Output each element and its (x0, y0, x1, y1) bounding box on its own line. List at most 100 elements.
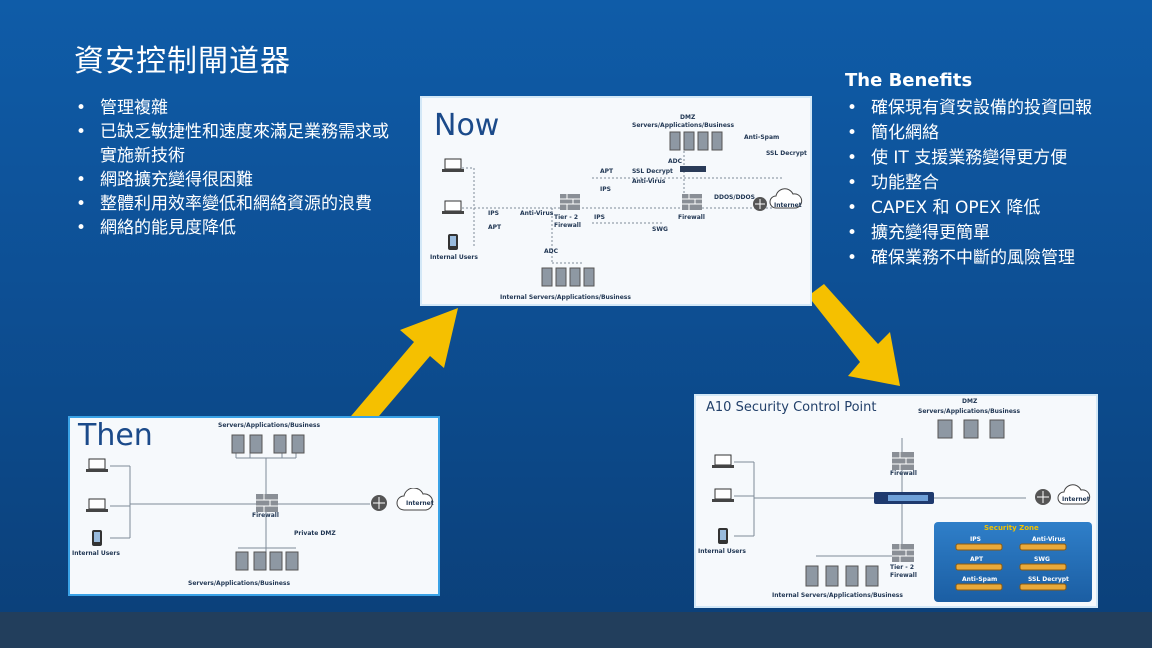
now-label: Now (434, 108, 500, 143)
zone-swg: SWG (1034, 556, 1050, 563)
a10-title: A10 Security Control Point (706, 400, 877, 415)
now-internal-users: Internal Users (430, 254, 478, 261)
footer-bar (0, 612, 1152, 648)
benefits-heading: The Benefits (845, 70, 973, 91)
router-icon (1035, 489, 1051, 505)
laptop-icon (712, 454, 734, 468)
now-antispam: Anti-Spam (744, 134, 780, 141)
benefit-item: 擴充變得更簡單 (845, 221, 1145, 246)
now-ips: IPS (600, 186, 611, 193)
now-adc: ADC (668, 158, 683, 165)
slide-title: 資安控制閘道器 (74, 44, 291, 79)
security-modules (955, 543, 1067, 591)
now-apt-left: APT (488, 224, 502, 231)
benefit-item: 確保業務不中斷的風險管理 (845, 246, 1145, 271)
then-internet: Internet (406, 500, 434, 507)
server-rack-icon (235, 551, 299, 571)
cloud-icon (769, 188, 803, 209)
server-rack-icon (231, 434, 305, 454)
then-internal-users: Internal Users (72, 550, 120, 557)
problem-item: 網絡的能見度降低 (74, 216, 394, 240)
problem-list: 管理複雜 已缺乏敏捷性和速度來滿足業務需求或實施新技術 網路擴充變得很困難 整體… (74, 96, 394, 240)
server-rack-icon (541, 267, 595, 287)
arrow-up-icon (346, 308, 458, 425)
now-tier2-sub: Firewall (554, 222, 581, 229)
zone-apt: APT (970, 556, 984, 563)
now-internal-servers: Internal Servers/Applications/Business (500, 294, 631, 301)
a10-internet: Internet (1062, 496, 1090, 503)
a10-servers-top: Servers/Applications/Business (918, 408, 1021, 415)
zone-antispam: Anti-Spam (962, 576, 998, 583)
benefit-item: 功能整合 (845, 171, 1145, 196)
now-apt: APT (600, 168, 614, 175)
laptop-icon (712, 488, 734, 502)
security-zone-box: Security Zone IPS Anti-Virus APT SWG Ant… (934, 522, 1092, 602)
now-tier2: Tier - 2 (554, 214, 579, 221)
server-rack-icon (805, 565, 879, 587)
server-rack-icon (669, 131, 723, 151)
problem-item: 已缺乏敏捷性和速度來滿足業務需求或實施新技術 (74, 120, 394, 168)
firewall-icon (682, 194, 702, 210)
now-diagram: Now Internal Users DMZ Servers/Applicati… (420, 96, 812, 306)
benefit-item: 確保現有資安設備的投資回報 (845, 96, 1145, 121)
a10-tier2: Tier - 2 (890, 564, 915, 571)
now-ips-left: IPS (488, 210, 499, 217)
a10-internal-servers: Internal Servers/Applications/Business (772, 592, 903, 599)
benefit-item: CAPEX 和 OPEX 降低 (845, 196, 1145, 221)
cloud-icon (396, 488, 434, 511)
then-network-lines (110, 448, 370, 558)
now-dmz: DMZ (680, 114, 696, 121)
adc-device-icon (680, 166, 706, 172)
a10-diagram: A10 Security Control Point DMZ Servers/A… (694, 394, 1098, 608)
now-network-lines (454, 143, 782, 264)
firewall-icon (560, 194, 580, 210)
zone-ssl-decrypt: SSL Decrypt (1028, 576, 1069, 583)
a10-dmz: DMZ (962, 398, 978, 405)
benefits-list: 確保現有資安設備的投資回報 簡化網絡 使 IT 支援業務變得更方便 功能整合 C… (845, 96, 1145, 271)
a10-tier2-sub: Firewall (890, 572, 917, 579)
now-antivirus: Anti-Virus (632, 178, 666, 185)
a10-firewall: Firewall (890, 470, 917, 477)
security-zone-label: Security Zone (984, 524, 1039, 532)
then-firewall: Firewall (252, 512, 279, 519)
now-ssl: SSL Decrypt (632, 168, 673, 175)
benefit-item: 簡化網絡 (845, 121, 1145, 146)
now-ips-mid: IPS (594, 214, 605, 221)
zone-ips: IPS (970, 536, 981, 543)
firewall-icon (892, 452, 914, 470)
problem-item: 管理複雜 (74, 96, 394, 120)
a10-appliance-icon (874, 492, 934, 504)
now-ddos: DDOS/DDOS (714, 194, 755, 201)
then-diagram: Then Servers/Applications/Business Inter… (68, 416, 440, 596)
problem-item: 整體利用效率變低和網絡資源的浪費 (74, 192, 394, 216)
cloud-icon (1057, 484, 1091, 505)
firewall-icon (892, 544, 914, 562)
now-swg: SWG (652, 226, 668, 233)
now-ssl-decrypt-right: SSL Decrypt (766, 150, 807, 157)
now-firewall: Firewall (678, 214, 705, 221)
laptop-icon (86, 498, 108, 512)
now-antivirus-left: Anti-Virus (520, 210, 554, 217)
phone-icon (448, 234, 458, 250)
arrow-down-icon (808, 284, 900, 386)
router-icon (371, 495, 387, 511)
laptop-icon (442, 200, 464, 214)
a10-internal-users: Internal Users (698, 548, 746, 555)
now-adc-bottom: ADC (544, 248, 559, 255)
laptop-icon (86, 458, 108, 472)
then-servers-bottom: Servers/Applications/Business (188, 580, 291, 587)
benefit-item: 使 IT 支援業務變得更方便 (845, 146, 1145, 171)
router-icon (753, 197, 767, 211)
laptop-icon (442, 158, 464, 172)
firewall-icon (256, 494, 278, 512)
problem-item: 網路擴充變得很困難 (74, 168, 394, 192)
server-rack-icon (937, 419, 1005, 439)
zone-antivirus: Anti-Virus (1032, 536, 1066, 543)
then-servers-top: Servers/Applications/Business (218, 422, 321, 429)
now-servers-top: Servers/Applications/Business (632, 122, 735, 129)
then-label: Then (78, 418, 153, 453)
now-internet: Internet (774, 202, 802, 209)
then-private-dmz: Private DMZ (294, 530, 336, 537)
phone-icon (92, 530, 102, 546)
phone-icon (718, 528, 728, 544)
